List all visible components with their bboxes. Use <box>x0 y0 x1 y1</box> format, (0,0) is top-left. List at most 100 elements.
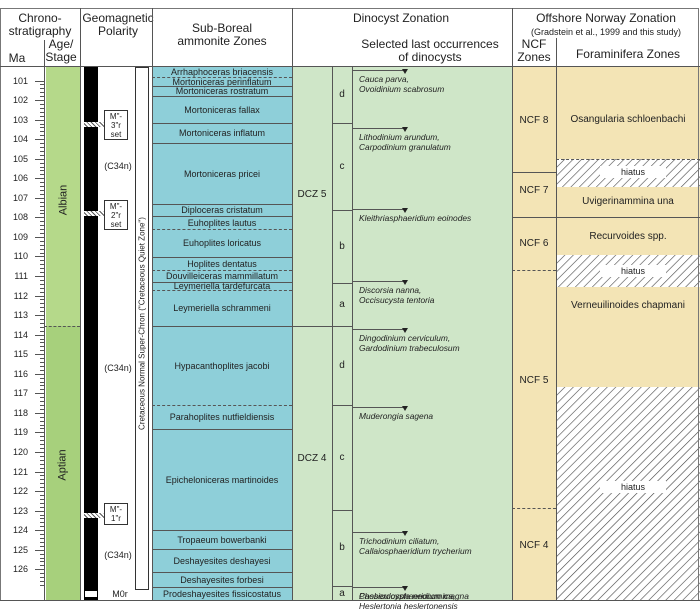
ma-minor-tick <box>40 448 44 450</box>
ma-tick <box>35 197 44 199</box>
ma-minor-tick <box>40 92 44 94</box>
ma-minor-tick <box>40 369 44 371</box>
ncf-line-2 <box>512 217 556 218</box>
ma-minor-tick <box>40 135 44 137</box>
ma-minor-tick <box>40 143 44 145</box>
ma-minor-tick <box>40 577 44 579</box>
ma-minor-tick <box>40 561 44 563</box>
ncf-4-label: NCF 4 <box>519 540 549 551</box>
ma-tick <box>35 139 44 141</box>
ammonite-zone: Parahoplites nutfieldiensis <box>169 412 275 422</box>
ncf-8-label: NCF 8 <box>519 115 549 126</box>
dinocyst-subzone: c <box>339 451 345 463</box>
last-occurrence-marker <box>402 586 408 591</box>
ammonite-zone: Leymeriella schrammeni <box>173 303 271 313</box>
ma-minor-tick <box>40 502 44 504</box>
polarity-hatch-3 <box>84 513 104 518</box>
ma-minor-tick <box>40 541 44 543</box>
ma-minor-tick <box>40 494 44 496</box>
ma-tick-label: 108 <box>12 212 28 223</box>
ma-minor-tick <box>40 416 44 418</box>
ma-minor-tick <box>40 565 44 567</box>
polarity-c34n-1: (C34n) <box>104 161 132 171</box>
ammonite-boundary <box>152 229 292 230</box>
ma-minor-tick <box>40 424 44 426</box>
ammonite-boundary <box>152 270 292 271</box>
ammonite-boundary <box>152 549 292 550</box>
col-line-dcz <box>332 67 333 601</box>
ma-tick-label: 101 <box>12 75 28 86</box>
ammonite-zone: Tropaeum bowerbanki <box>177 534 267 545</box>
ma-minor-tick <box>40 182 44 184</box>
ma-minor-tick <box>40 526 44 528</box>
last-occurrence-marker <box>402 328 408 333</box>
ma-minor-tick <box>40 463 44 465</box>
last-occurrence-text: Lithodinium arundum, Carpodinium granula… <box>359 132 451 152</box>
polarity-black-bar-base <box>84 598 98 601</box>
ammonite-boundary <box>152 257 292 258</box>
ma-minor-tick <box>40 553 44 555</box>
ma-tick <box>35 178 44 180</box>
foram-recurvoides: Recurvoides spp. <box>589 231 667 242</box>
ammonite-boundary <box>152 326 292 327</box>
last-occurrence-text: Cauca parva, Ovoidinium scabrosum <box>359 74 445 94</box>
ma-minor-tick <box>40 268 44 270</box>
col-line-ammonite <box>292 8 293 601</box>
last-occurrence-text: Cassiculosphaeridium magna <box>359 591 469 601</box>
ma-minor-tick <box>40 580 44 582</box>
chron-label: Cretaceous Normal Super-Chron ("Cretaceo… <box>137 217 147 430</box>
ma-tick-label: 112 <box>13 290 28 301</box>
ammonite-boundary <box>152 290 292 291</box>
ma-tick <box>35 354 44 356</box>
polarity-hatch-1 <box>84 122 104 127</box>
ammonite-boundary <box>152 572 292 573</box>
ma-minor-tick <box>40 385 44 387</box>
ma-minor-tick <box>40 350 44 352</box>
ammonite-zone: Douvilleiceras mammillatum <box>165 271 279 281</box>
last-occurrence-line <box>352 532 404 533</box>
ma-tick <box>35 334 44 336</box>
ma-tick <box>35 256 44 258</box>
ma-tick <box>35 276 44 277</box>
subzone-boundary <box>332 510 352 511</box>
ma-tick-label: 111 <box>14 271 28 281</box>
ammonite-zone: Arrhaphoceras briacensis <box>170 67 274 77</box>
ma-tick <box>35 412 44 414</box>
ma-minor-tick <box>40 408 44 410</box>
ma-minor-tick <box>40 244 44 246</box>
last-occurrence-line <box>352 329 404 330</box>
ma-tick <box>35 510 44 512</box>
ncf-7-label: NCF 7 <box>519 185 549 196</box>
foram-recurvoides-bg <box>556 217 700 255</box>
last-occurrence-marker <box>402 208 408 213</box>
ma-minor-tick <box>40 545 44 547</box>
ma-minor-tick <box>40 189 44 191</box>
ammonite-zone: Diploceras cristatum <box>181 205 263 215</box>
header-foram: Foraminifera Zones <box>575 47 681 61</box>
col-line-ma <box>44 40 45 601</box>
header-geomag: Geomagnetic Polarity <box>82 11 154 38</box>
polarity-box-m1r: M"- 1"r <box>104 503 128 525</box>
header-ncf: NCF Zones <box>517 37 551 64</box>
ammonite-zone: Mortoniceras pricei <box>183 168 261 179</box>
foram-uvigerinammina-bg <box>556 187 700 217</box>
ma-minor-tick <box>40 264 44 266</box>
ammonite-zone: Mortoniceras fallax <box>184 104 260 115</box>
polarity-box-m2r: M"- 2"r set <box>104 200 128 230</box>
stage-label-aptian: Aptian <box>56 449 69 481</box>
foram-hiatus-label-1: hiatus <box>600 166 666 178</box>
ma-tick-label: 113 <box>13 310 28 321</box>
ammonite-zone: Leymeriella tardefurcata <box>173 281 271 291</box>
ammonite-zone: Hypacanthoplites jacobi <box>174 360 270 371</box>
last-occurrence-marker <box>402 127 408 132</box>
ma-minor-tick <box>40 459 44 461</box>
ammonite-zone: Mortoniceras perinflatum <box>172 76 272 87</box>
ma-minor-tick <box>40 115 44 117</box>
ma-minor-tick <box>40 319 44 320</box>
ma-minor-tick <box>40 401 44 403</box>
dinocyst-subzone: d <box>339 89 345 100</box>
ma-minor-tick <box>40 213 44 215</box>
ma-minor-tick <box>40 303 44 305</box>
header-age-stage: Age/ Stage <box>45 37 77 64</box>
ma-minor-tick <box>40 467 44 469</box>
